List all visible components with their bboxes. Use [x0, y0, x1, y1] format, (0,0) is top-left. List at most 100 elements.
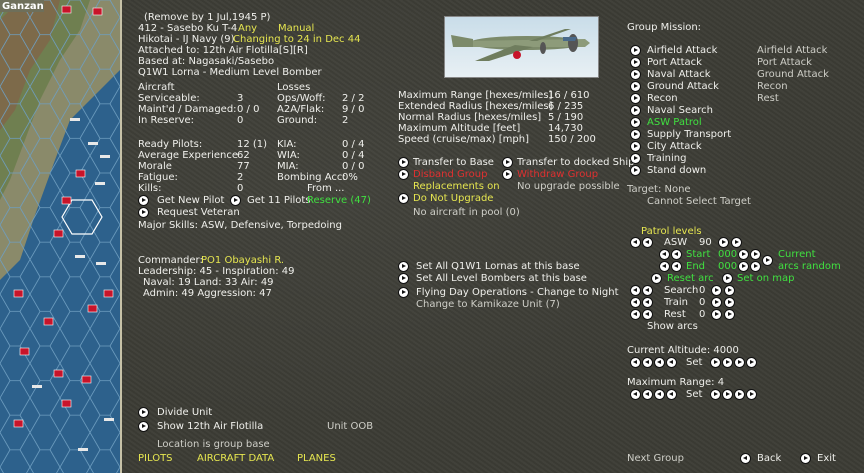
show-arcs-button[interactable]: Show arcs	[647, 321, 698, 332]
mission-arrow-icon[interactable]	[631, 166, 640, 175]
mission-port-attack[interactable]: Port Attack	[647, 57, 702, 68]
decrease-arrow-icon[interactable]	[660, 250, 669, 259]
range-decrease-icon[interactable]	[643, 390, 652, 399]
current-arcs-arrow-icon[interactable]	[763, 256, 772, 265]
mission-arrow-icon[interactable]	[631, 130, 640, 139]
no-upgrade-arrow-icon[interactable]	[399, 194, 408, 203]
range-increase-icon[interactable]	[735, 390, 744, 399]
mission-arrow-icon[interactable]	[631, 118, 640, 127]
increase-arrow-icon[interactable]	[712, 310, 721, 319]
increase-arrow-icon[interactable]	[751, 262, 760, 271]
any-button[interactable]: Any	[238, 23, 258, 34]
range-decrease-icon[interactable]	[655, 390, 664, 399]
increase-arrow-icon[interactable]	[725, 298, 734, 307]
altitude-increase-icon[interactable]	[723, 358, 732, 367]
increase-arrow-icon[interactable]	[739, 250, 748, 259]
altitude-decrease-icon[interactable]	[631, 358, 640, 367]
back-button[interactable]: Back	[757, 453, 782, 464]
transfer-base-arrow-icon[interactable]	[399, 158, 408, 167]
mission-arrow-icon[interactable]	[631, 94, 640, 103]
get-pilots-button[interactable]: Get 11 Pilots	[247, 195, 311, 206]
range-set-button[interactable]: Set	[686, 389, 703, 400]
decrease-arrow-icon[interactable]	[631, 298, 640, 307]
manual-button[interactable]: Manual	[278, 23, 315, 34]
mission-arrow-icon[interactable]	[631, 142, 640, 151]
mission-airfield-attack[interactable]: Airfield Attack	[647, 45, 718, 56]
altitude-increase-icon[interactable]	[747, 358, 756, 367]
set-bombers-arrow-icon[interactable]	[399, 274, 408, 283]
transfer-to-base-button[interactable]: Transfer to Base	[413, 157, 494, 168]
increase-arrow-icon[interactable]	[719, 238, 728, 247]
decrease-arrow-icon[interactable]	[631, 286, 640, 295]
range-increase-icon[interactable]	[711, 390, 720, 399]
secondary-recon[interactable]: Recon	[757, 81, 788, 92]
mission-arrow-icon[interactable]	[631, 106, 640, 115]
get-new-pilot-arrow-icon[interactable]	[139, 196, 148, 205]
mission-arrow-icon[interactable]	[631, 58, 640, 67]
divide-unit-button[interactable]: Divide Unit	[157, 407, 213, 418]
range-increase-icon[interactable]	[747, 390, 756, 399]
mission-training[interactable]: Training	[647, 153, 687, 164]
decrease-arrow-icon[interactable]	[643, 310, 652, 319]
secondary-ground-attack[interactable]: Ground Attack	[757, 69, 829, 80]
replacements-toggle[interactable]: Replacements on	[413, 181, 500, 192]
set-all-lornas-button[interactable]: Set All Q1W1 Lornas at this base	[416, 261, 580, 272]
set-on-map-arrow-icon[interactable]	[723, 274, 732, 283]
range-increase-icon[interactable]	[723, 390, 732, 399]
mission-asw-patrol-selected[interactable]: ASW Patrol	[647, 117, 702, 128]
divide-arrow-icon[interactable]	[139, 408, 148, 417]
secondary-port-attack[interactable]: Port Attack	[757, 57, 812, 68]
reset-arc-arrow-icon[interactable]	[652, 274, 661, 283]
mission-arrow-icon[interactable]	[631, 70, 640, 79]
back-arrow-icon[interactable]	[741, 454, 750, 463]
disband-arrow-icon[interactable]	[399, 170, 408, 179]
reset-arc-button[interactable]: Reset arc	[667, 273, 714, 284]
increase-arrow-icon[interactable]	[725, 310, 734, 319]
pilots-tab[interactable]: PILOTS	[138, 453, 173, 464]
altitude-decrease-icon[interactable]	[667, 358, 676, 367]
mission-city-attack[interactable]: City Attack	[647, 141, 702, 152]
commander-name-button[interactable]: PO1 Obayashi R.	[201, 255, 285, 266]
increase-arrow-icon[interactable]	[725, 286, 734, 295]
request-veteran-arrow-icon[interactable]	[139, 208, 148, 217]
show-flotilla-button[interactable]: Show 12th Air Flotilla	[157, 421, 264, 432]
increase-arrow-icon[interactable]	[751, 250, 760, 259]
decrease-arrow-icon[interactable]	[643, 238, 652, 247]
mission-recon[interactable]: Recon	[647, 93, 678, 104]
withdraw-group-button[interactable]: Withdraw Group	[517, 169, 599, 180]
increase-arrow-icon[interactable]	[732, 238, 741, 247]
secondary-rest[interactable]: Rest	[757, 93, 779, 104]
set-lornas-arrow-icon[interactable]	[399, 262, 408, 271]
altitude-increase-icon[interactable]	[735, 358, 744, 367]
request-veteran-button[interactable]: Request Veteran	[157, 207, 240, 218]
mission-supply-transport[interactable]: Supply Transport	[647, 129, 732, 140]
mission-arrow-icon[interactable]	[631, 154, 640, 163]
altitude-set-button[interactable]: Set	[686, 357, 703, 368]
mission-naval-search[interactable]: Naval Search	[647, 105, 713, 116]
mission-arrow-icon[interactable]	[631, 82, 640, 91]
increase-arrow-icon[interactable]	[712, 286, 721, 295]
get-new-pilot-button[interactable]: Get New Pilot	[157, 195, 225, 206]
decrease-arrow-icon[interactable]	[643, 286, 652, 295]
altitude-increase-icon[interactable]	[711, 358, 720, 367]
next-group-button[interactable]: Next Group	[627, 453, 684, 464]
range-decrease-icon[interactable]	[667, 390, 676, 399]
show-flotilla-arrow-icon[interactable]	[139, 422, 148, 431]
mission-naval-attack[interactable]: Naval Attack	[647, 69, 711, 80]
range-decrease-icon[interactable]	[631, 390, 640, 399]
get-pilots-arrow-icon[interactable]	[231, 196, 240, 205]
decrease-arrow-icon[interactable]	[672, 262, 681, 271]
transfer-ship-arrow-icon[interactable]	[503, 158, 512, 167]
decrease-arrow-icon[interactable]	[672, 250, 681, 259]
do-not-upgrade-button[interactable]: Do Not Upgrade	[413, 193, 494, 204]
exit-button[interactable]: Exit	[817, 453, 836, 464]
altitude-decrease-icon[interactable]	[643, 358, 652, 367]
map-view[interactable]: Ganzan	[0, 0, 120, 473]
mission-arrow-icon[interactable]	[631, 46, 640, 55]
transfer-to-ship-button[interactable]: Transfer to docked Ship	[517, 157, 635, 168]
aircraft-data-tab[interactable]: AIRCRAFT DATA	[197, 453, 275, 464]
altitude-decrease-icon[interactable]	[655, 358, 664, 367]
exit-arrow-icon[interactable]	[801, 454, 810, 463]
increase-arrow-icon[interactable]	[712, 298, 721, 307]
decrease-arrow-icon[interactable]	[660, 262, 669, 271]
